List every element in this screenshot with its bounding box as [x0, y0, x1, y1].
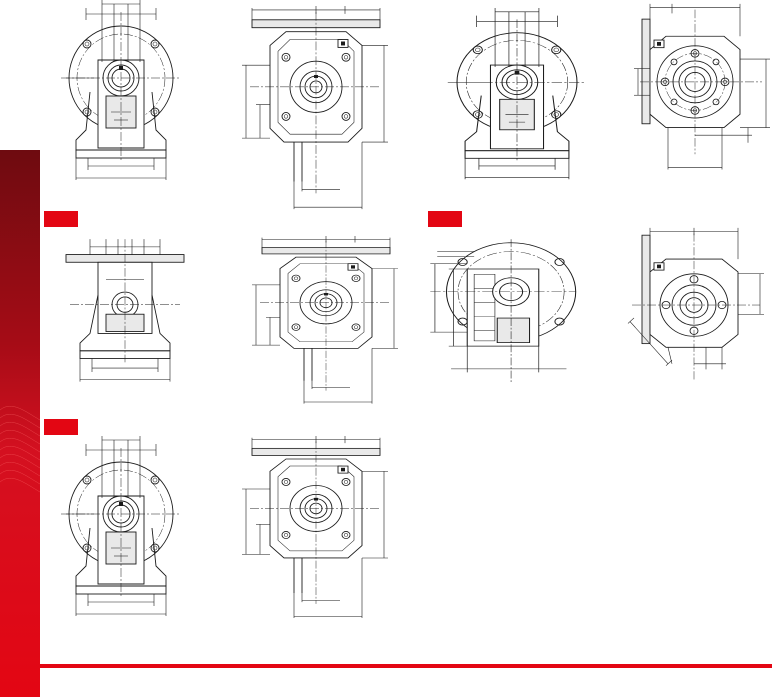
- view-row2-foot-side: [65, 238, 185, 383]
- view-row1-flange-side: [60, 0, 182, 181]
- view-row1-flange-side-2: [447, 7, 587, 180]
- section-tag-row3-left: [44, 419, 78, 435]
- red-sidebar-band: [0, 150, 40, 697]
- view-row3-flange-side: [60, 435, 182, 617]
- view-row3-flange-front: [241, 435, 389, 619]
- section-tag-row2-left: [44, 211, 78, 227]
- view-row1-foot-front: [241, 5, 389, 210]
- section-tag-row2-right: [428, 211, 462, 227]
- view-row2-torque-arm-side: [429, 238, 577, 384]
- view-row1-output-front: [633, 3, 771, 170]
- view-row2-foot-front: [251, 235, 399, 405]
- bottom-red-rule: [40, 664, 772, 668]
- view-row2-torque-arm-front: [627, 227, 765, 381]
